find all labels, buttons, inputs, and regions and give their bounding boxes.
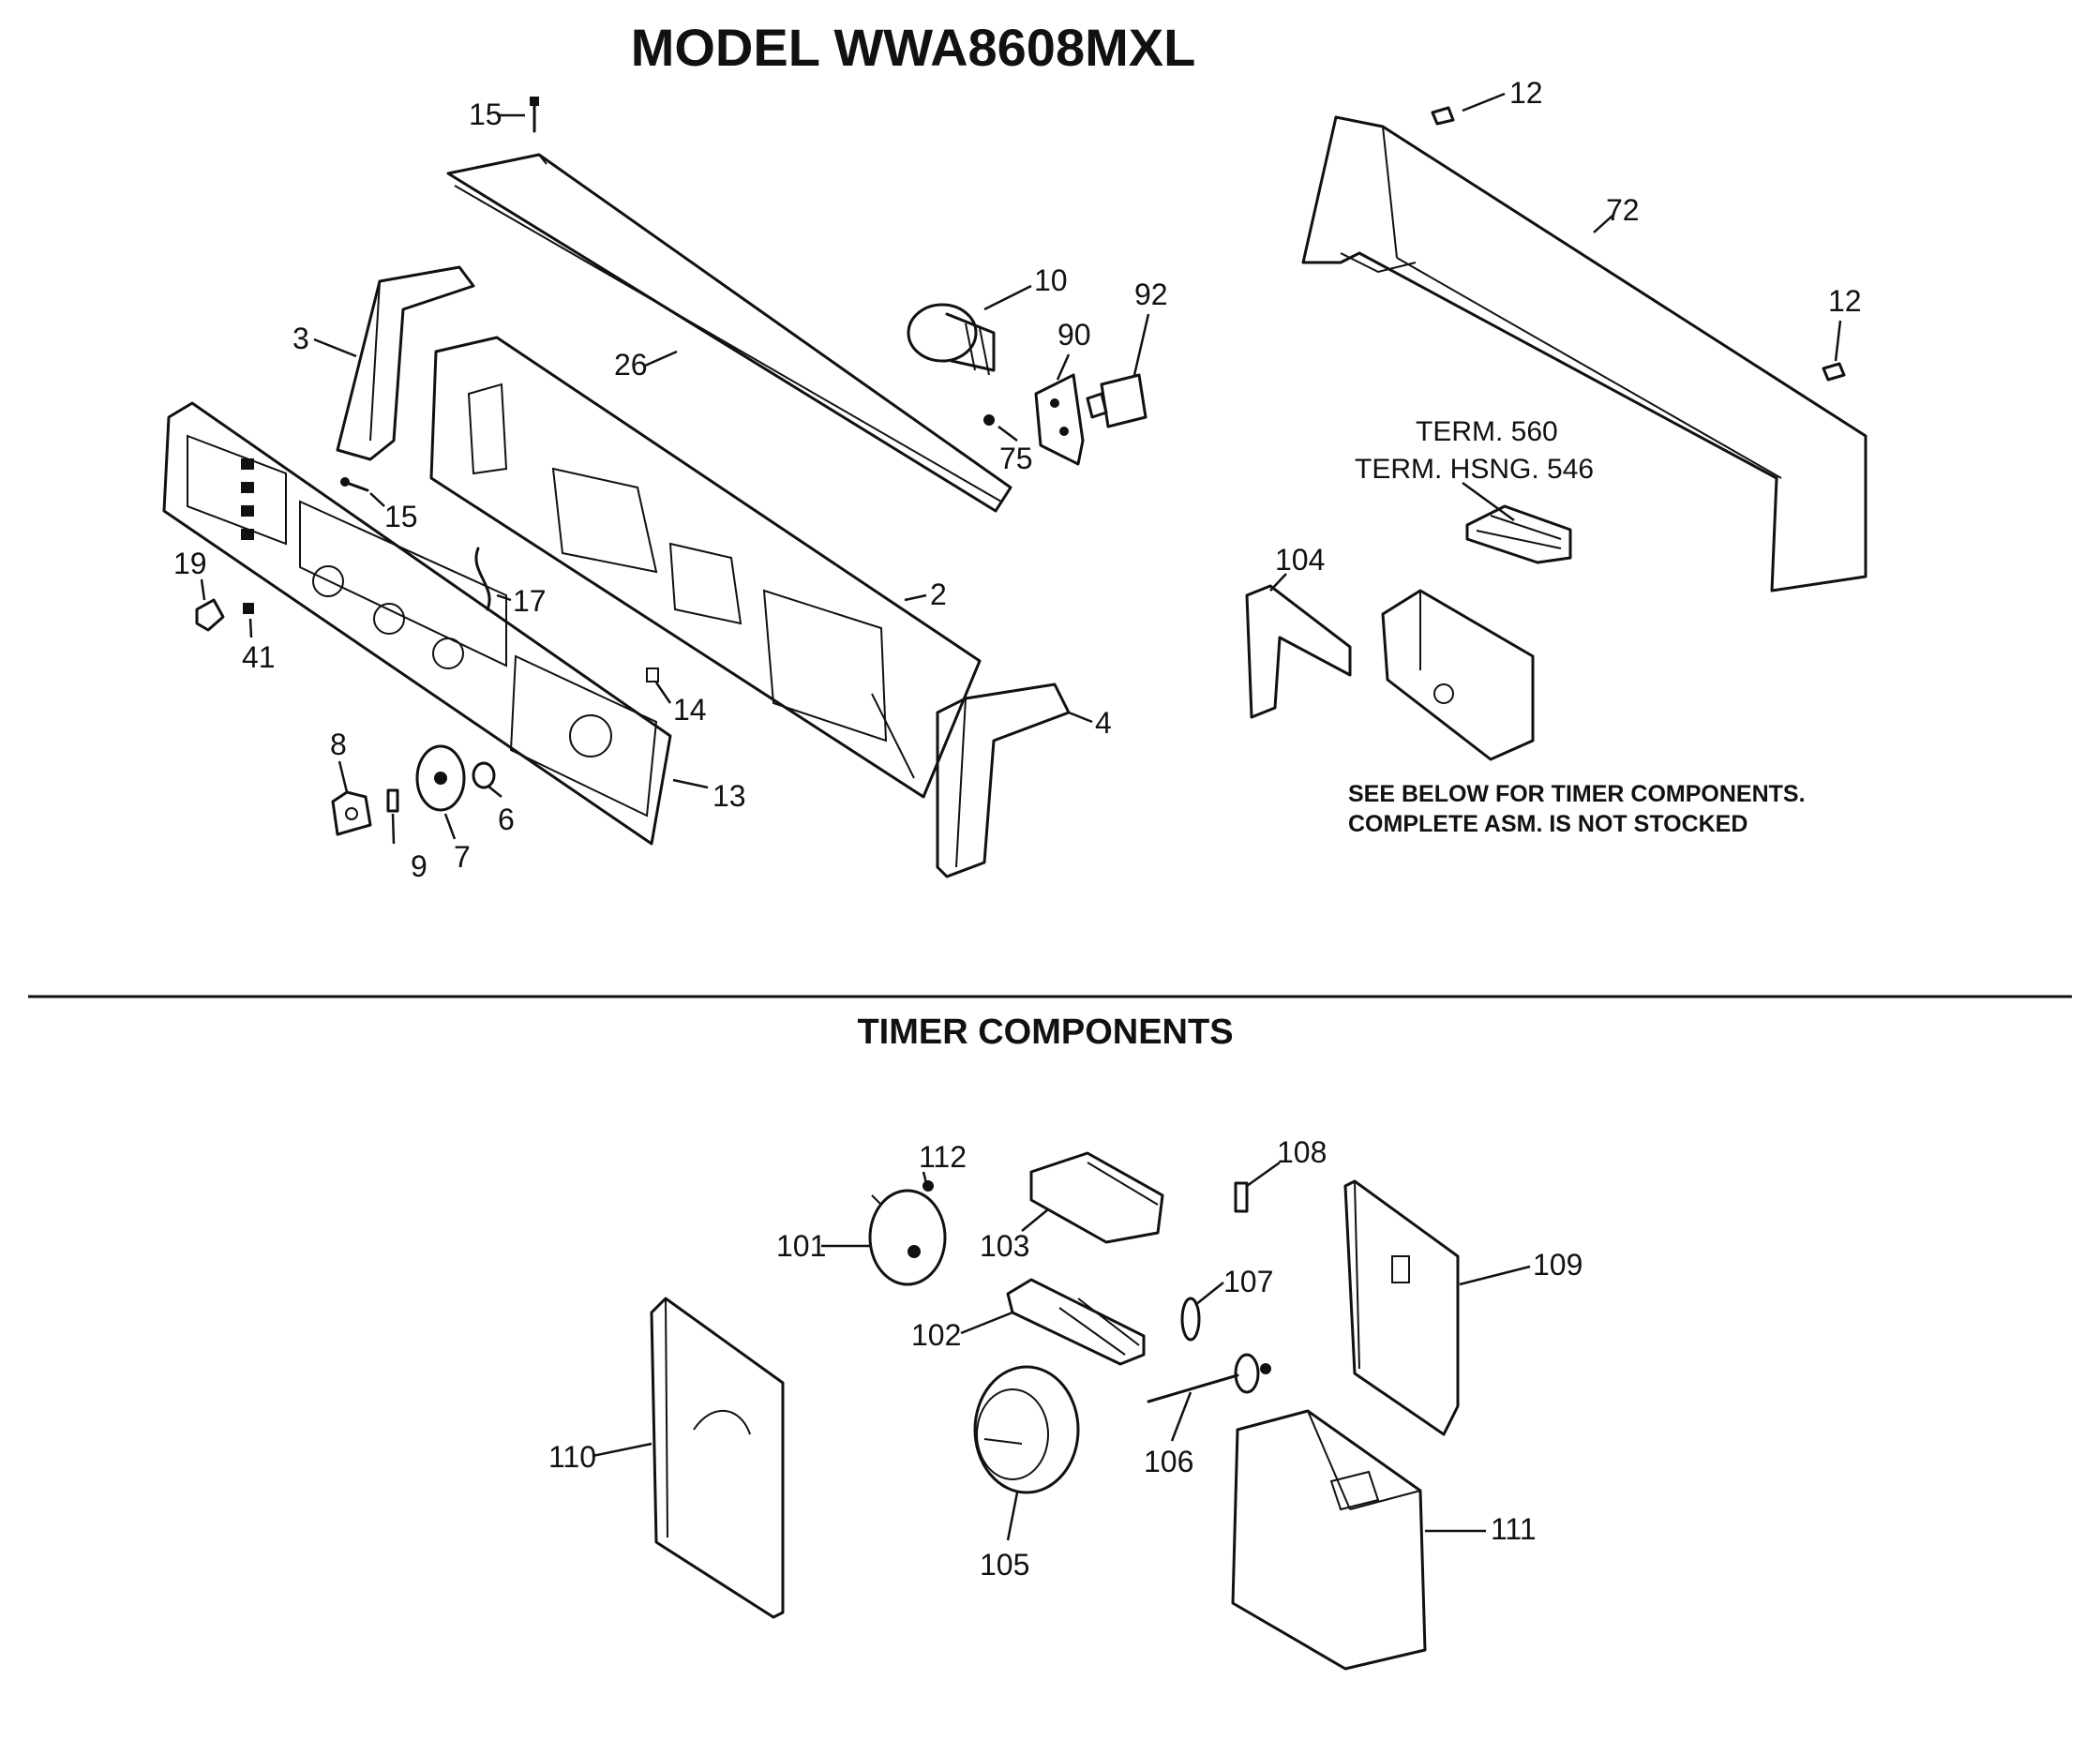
terminal-label: TERM. 560 — [1416, 416, 1558, 447]
section-title: TIMER COMPONENTS — [857, 1012, 1233, 1052]
part-108-clip — [1234, 1181, 1249, 1213]
callout-10: 10 — [1034, 263, 1068, 297]
callout-110: 110 — [548, 1440, 596, 1474]
part-106-shaft — [1147, 1353, 1271, 1403]
part-109-timer-plate — [1343, 1179, 1460, 1436]
callout-112: 112 — [919, 1140, 967, 1174]
callout-105: 105 — [980, 1548, 1029, 1582]
callout-90: 90 — [1058, 318, 1091, 352]
part-92-switch — [1086, 373, 1148, 428]
callout-12-right: 12 — [1828, 284, 1862, 318]
callout-4: 4 — [1095, 706, 1112, 740]
callout-labels: 15 26 3 10 92 90 75 15 2 17 19 41 14 4 8… — [173, 76, 1862, 1582]
part-102-contact-assembly — [1006, 1278, 1146, 1366]
callout-17: 17 — [513, 584, 547, 618]
callout-13: 13 — [712, 779, 746, 813]
part-12-clip-top — [1431, 106, 1455, 126]
part-15-screw-top — [530, 97, 539, 133]
callout-8: 8 — [330, 728, 347, 761]
callout-14: 14 — [673, 693, 707, 727]
part-105-cam — [973, 1365, 1080, 1494]
part-7-skirt — [415, 744, 466, 812]
part-90-bracket — [1034, 373, 1085, 466]
callout-9: 9 — [411, 849, 428, 883]
part-110-back-plate — [650, 1297, 785, 1619]
callout-19: 19 — [173, 547, 207, 580]
part-26-top-trim — [446, 153, 1012, 513]
callout-12-top: 12 — [1509, 76, 1543, 110]
callout-92: 92 — [1134, 278, 1168, 311]
note-line-2: COMPLETE ASM. IS NOT STOCKED — [1348, 811, 1748, 837]
callout-101: 101 — [776, 1229, 826, 1263]
part-3-left-end-cap — [336, 265, 475, 461]
callout-26: 26 — [614, 348, 648, 382]
part-8-knob — [331, 790, 372, 836]
callout-106: 106 — [1144, 1445, 1193, 1478]
callout-72: 72 — [1606, 193, 1640, 227]
callout-2: 2 — [930, 578, 947, 611]
callout-109: 109 — [1533, 1248, 1582, 1282]
part-9-spring — [386, 788, 399, 813]
callout-41: 41 — [242, 640, 276, 674]
callout-75: 75 — [999, 442, 1033, 475]
note-line-1: SEE BELOW FOR TIMER COMPONENTS. — [1348, 781, 1806, 807]
part-6-knob-insert — [472, 761, 496, 789]
part-13-control-panel — [162, 401, 672, 846]
part-15-screw-middle — [340, 477, 369, 492]
callout-104: 104 — [1275, 543, 1325, 577]
part-104-mounting-bracket — [1245, 584, 1352, 719]
part-111-cover — [1231, 1409, 1427, 1671]
part-101-timer-motor — [868, 1189, 947, 1286]
part-2-console-frame — [429, 336, 982, 799]
part-19-button — [195, 598, 225, 632]
part-14-fastener — [646, 668, 659, 682]
part-10-pressure-switch — [907, 303, 996, 376]
model-title: MODEL WWA8608MXL — [631, 18, 1196, 77]
callout-103: 103 — [980, 1229, 1029, 1263]
callout-3: 3 — [292, 322, 309, 355]
part-41-clip — [243, 603, 254, 614]
part-103-connector — [1029, 1151, 1164, 1244]
callout-15-top: 15 — [469, 98, 502, 131]
part-107-ring — [1180, 1297, 1201, 1342]
callout-6: 6 — [498, 802, 515, 836]
callout-7: 7 — [454, 840, 471, 874]
timer-assembly — [1381, 589, 1535, 761]
part-17-wire-harness — [474, 547, 491, 611]
terminal-housing-label: TERM. HSNG. 546 — [1355, 454, 1594, 485]
terminal-block — [1465, 504, 1572, 564]
part-4-right-end-cap — [936, 682, 1071, 878]
leader-lines — [200, 92, 1842, 1541]
part-72-support-bracket — [1301, 115, 1868, 592]
part-112-screw — [922, 1180, 934, 1192]
callout-107: 107 — [1223, 1265, 1273, 1298]
callout-102: 102 — [911, 1318, 961, 1352]
callout-108: 108 — [1277, 1135, 1327, 1169]
callout-15-mid: 15 — [384, 500, 418, 533]
part-75-screw — [983, 414, 995, 426]
part-12-clip-right — [1822, 362, 1846, 382]
callout-111: 111 — [1491, 1512, 1537, 1546]
